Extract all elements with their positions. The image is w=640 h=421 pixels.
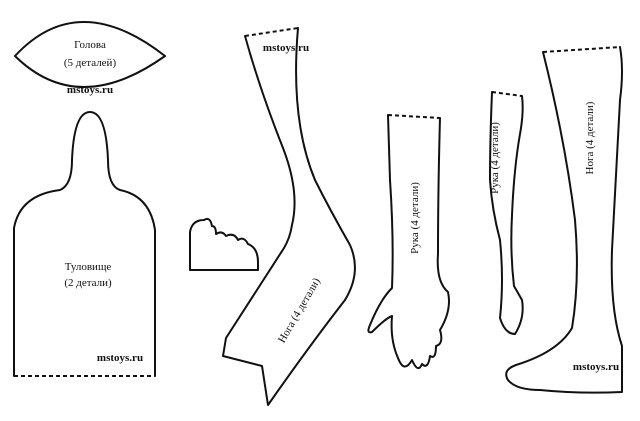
torso-title: Туловище [65,261,112,273]
head-count: (5 деталей) [64,57,117,69]
right-arm-label: Рука (4 детали) [489,122,501,194]
head-watermark: mstoys.ru [67,84,113,96]
middle-arm-label: Рука (4 детали) [409,182,421,254]
left-leg-fold-line [244,27,299,37]
head-title: Голова [74,39,106,51]
left-leg-watermark: mstoys.ru [263,42,309,54]
right-leg-label: Нога (4 детали) [584,101,596,174]
right-leg-watermark: mstoys.ru [573,361,619,373]
middle-arm-piece: Рука (4 детали) [367,114,450,370]
foot-piece [189,217,259,271]
left-leg-piece: mstoys.ru Нога (4 детали) [222,27,356,406]
right-arm-piece: Рука (4 детали) [489,91,524,335]
torso-piece: Туловище (2 детали) mstoys.ru [13,111,156,377]
right-leg-fold-line [542,46,621,53]
right-arm-fold-line [491,91,523,97]
right-leg-piece: Нога (4 детали) mstoys.ru [505,46,623,394]
middle-arm-fold-line [387,114,441,119]
head-piece: Голова (5 деталей) mstoys.ru [14,21,166,96]
torso-watermark: mstoys.ru [97,352,143,364]
torso-count: (2 детали) [64,277,112,289]
